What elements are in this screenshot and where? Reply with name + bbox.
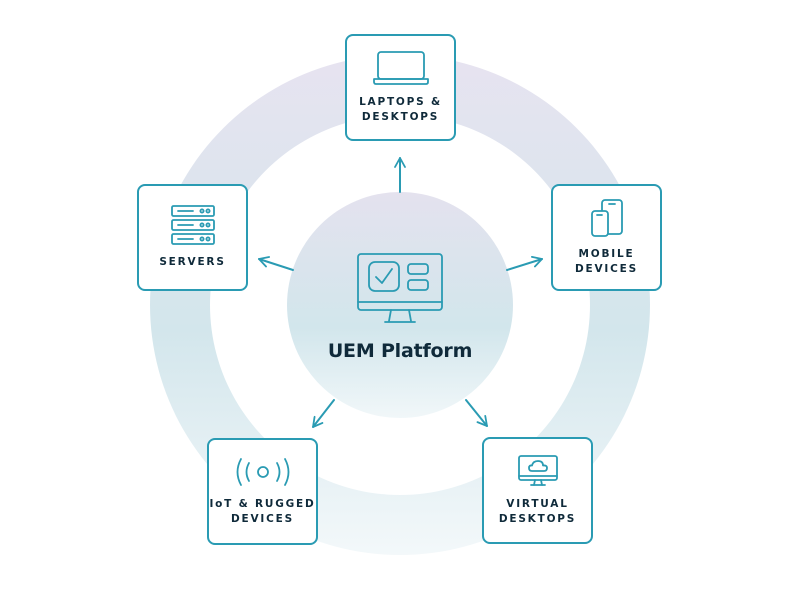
- mobile-devices-icon: [590, 198, 623, 237]
- wireless-signal-icon: [236, 457, 289, 486]
- node-laptops-label: LAPTOPS & DESKTOPS: [359, 95, 442, 123]
- center-label: UEM Platform: [327, 340, 473, 362]
- arrow-to-virtual: [465, 399, 488, 427]
- arrow-to-iot: [312, 399, 335, 428]
- center-circle: [287, 192, 513, 418]
- node-virtual[interactable]: VIRTUAL DESKTOPS: [482, 437, 593, 544]
- node-mobile-label: MOBILE DEVICES: [575, 247, 638, 275]
- node-iot[interactable]: IoT & RUGGED DEVICES: [207, 438, 318, 545]
- node-servers-label: SERVERS: [159, 256, 226, 268]
- node-laptops[interactable]: LAPTOPS & DESKTOPS: [345, 34, 456, 141]
- arrow-to-mobile: [506, 256, 543, 271]
- node-iot-label: IoT & RUGGED DEVICES: [209, 497, 316, 525]
- node-mobile[interactable]: MOBILE DEVICES: [551, 184, 662, 291]
- monitor-cloud-icon: [517, 454, 558, 486]
- node-servers[interactable]: SERVERS: [137, 184, 248, 291]
- monitor-dashboard-check-icon: [357, 253, 443, 323]
- node-virtual-label: VIRTUAL DESKTOPS: [498, 497, 577, 525]
- laptop-icon: [372, 50, 429, 85]
- arrow-to-servers: [258, 256, 294, 271]
- server-rack-icon: [170, 205, 215, 245]
